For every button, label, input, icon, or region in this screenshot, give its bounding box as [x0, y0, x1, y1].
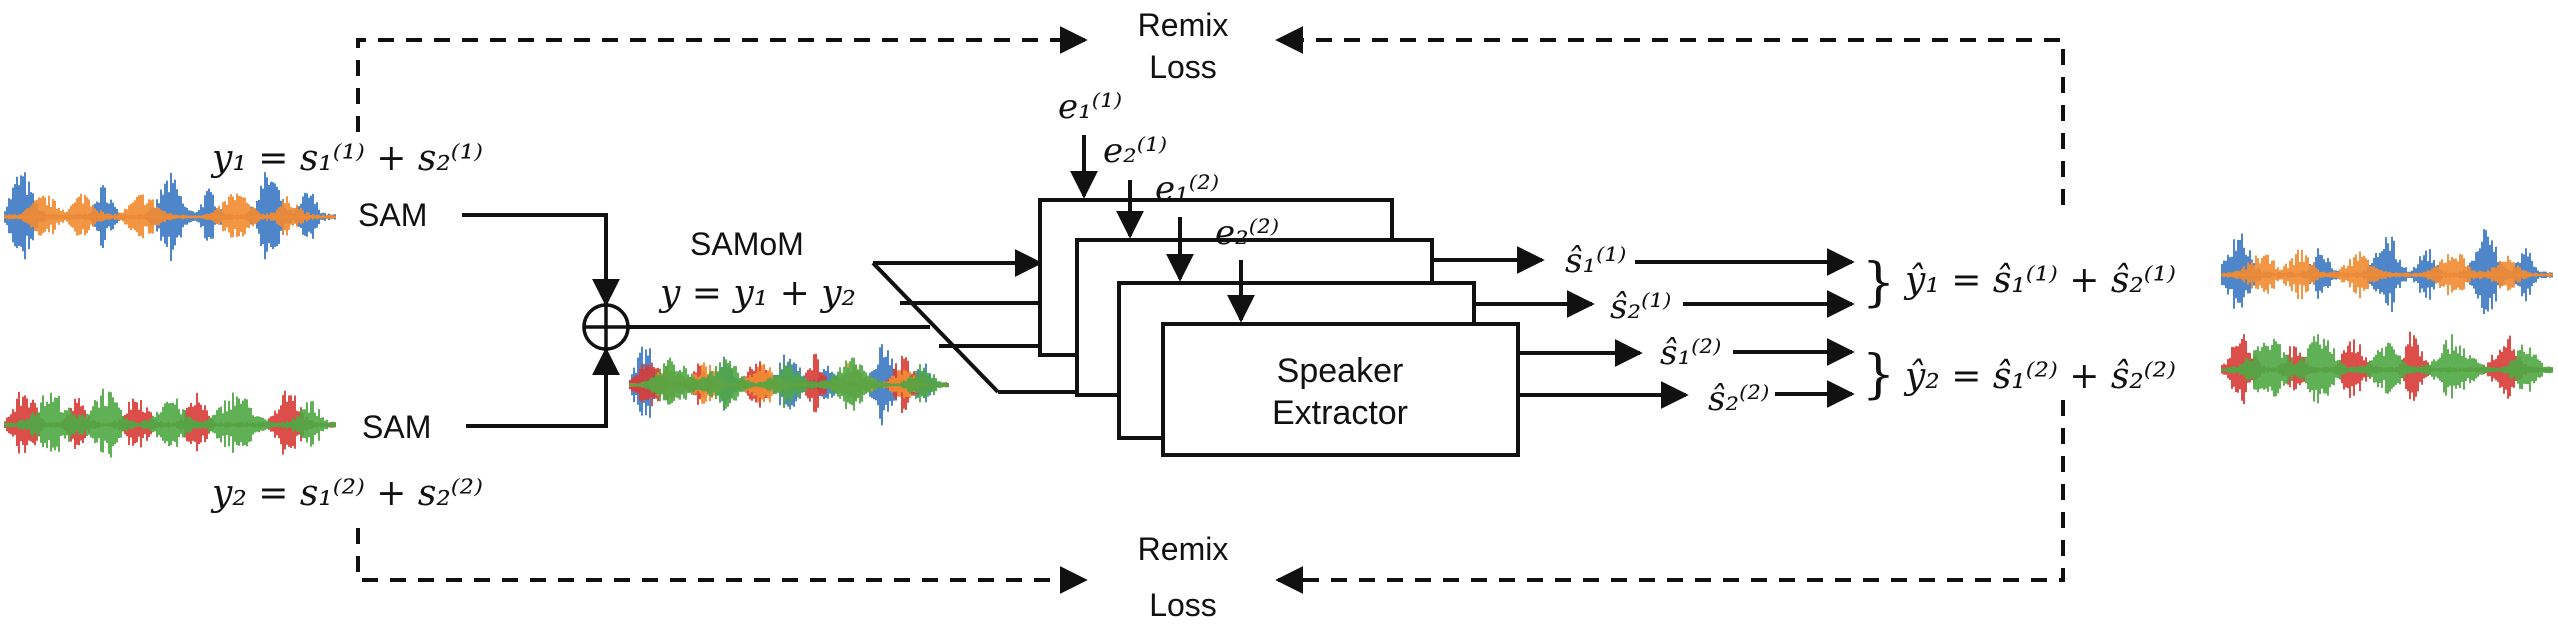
e21-label: e₂⁽¹⁾ [1103, 131, 1167, 171]
sam-bottom-label: SAM [362, 409, 431, 445]
waveform-estimated-mixture2 [2221, 331, 2553, 404]
remix-loss-bottom-right-dashed-arrow [1275, 400, 2065, 594]
remix-loss-top-left-dashed-arrow [356, 26, 1088, 132]
remix-loss-bottom-label-line1: Remix [1138, 531, 1229, 567]
extractor-stack [1038, 198, 1520, 457]
remix-loss-top-paths [356, 26, 2065, 205]
e12-label: e₁⁽²⁾ [1155, 169, 1219, 209]
e11-label: e₁⁽¹⁾ [1058, 87, 1122, 127]
fan-diagonal-line [871, 261, 1000, 394]
remix-loss-bottom-label-line2: Loss [1149, 587, 1217, 623]
y2-hat-equation: ŷ₂ = ŝ₁⁽²⁾ + ŝ₂⁽²⁾ [1903, 356, 2176, 397]
s12-hat-label: ŝ₁⁽²⁾ [1660, 333, 1721, 373]
y-mixture-equation: y = y₁ + y₂ [658, 273, 856, 314]
brace-bottom: } [1862, 345, 1895, 405]
speaker-extractor-box [1161, 322, 1520, 457]
brace-top: } [1862, 253, 1895, 313]
remix-loss-top-label-line1: Remix [1138, 7, 1229, 43]
s22-hat-label: ŝ₂⁽²⁾ [1708, 379, 1769, 419]
remix-loss-bottom-left-dashed-arrow [356, 528, 1088, 594]
y1-equation: y₁ = s₁⁽¹⁾ + s₂⁽¹⁾ [210, 138, 483, 179]
s21-hat-label: ŝ₂⁽¹⁾ [1610, 287, 1671, 327]
waveform-mixture-speaker2-bottom-left [4, 388, 336, 458]
waveform-mixture-speaker1-top-left [4, 172, 336, 261]
sam-bottom-to-sum-arrow [466, 347, 620, 428]
y1-hat-equation: ŷ₁ = ŝ₁⁽¹⁾ + ŝ₂⁽¹⁾ [1903, 260, 2176, 301]
output-arrows [1432, 246, 1855, 409]
y2-equation: y₂ = s₁⁽²⁾ + s₂⁽²⁾ [210, 473, 483, 514]
sam-top-label: SAM [358, 197, 427, 233]
sum-icon [582, 303, 630, 351]
speaker-extractor-label-line2: Extractor [1272, 394, 1408, 432]
remix-loss-bottom-paths [356, 400, 2065, 594]
e22-label: e₂⁽²⁾ [1215, 213, 1279, 253]
sum-connections [462, 213, 930, 428]
speaker-extractor-label-line1: Speaker [1277, 352, 1404, 390]
embedding-arrows [1070, 135, 1255, 323]
waveform-mixture-of-mixtures [629, 344, 949, 426]
waveform-estimated-mixture1 [2221, 229, 2553, 314]
samom-label: SAMoM [690, 226, 804, 262]
remix-loss-top-right-dashed-arrow [1275, 26, 2065, 205]
sam-top-to-sum-arrow [462, 213, 620, 307]
remix-loss-top-label-line2: Loss [1149, 49, 1217, 85]
s11-hat-label: ŝ₁⁽¹⁾ [1565, 241, 1626, 281]
